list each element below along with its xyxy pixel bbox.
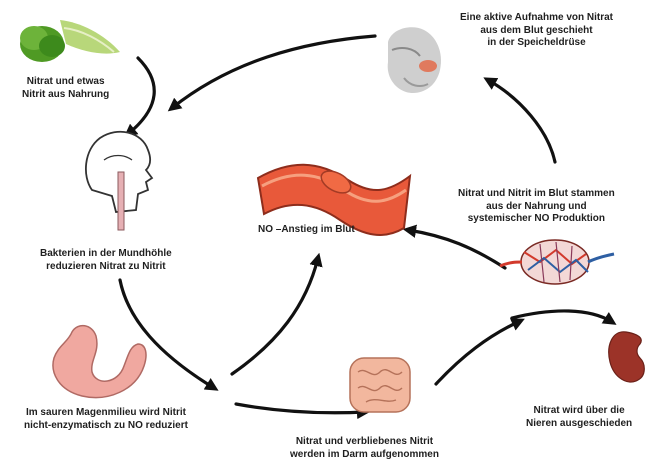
intestine-icon: [350, 358, 410, 412]
arrow-gut-to-blood: [436, 321, 520, 384]
label-kidney: Nitrat wird über die Nieren ausgeschiede…: [526, 405, 632, 430]
label-stomach: Im sauren Magenmilieu wird Nitrit nicht-…: [24, 407, 188, 432]
label-gut-line-2: werden im Darm aufgenommen: [290, 449, 439, 462]
arrow-stomach-to-no: [232, 258, 318, 374]
label-no-rise: NO –Anstieg im Blut: [258, 224, 355, 237]
label-stomach-line-2: nicht-enzymatisch zu NO reduziert: [24, 420, 188, 433]
label-food-line-2: Nitrit aus Nahrung: [22, 89, 109, 102]
arrow-to-kidney: [512, 311, 612, 322]
arrow-stomach-to-gut: [236, 404, 365, 413]
label-kidney-line-1: Nitrat wird über die: [526, 405, 632, 418]
stomach-icon: [53, 326, 146, 398]
kidney-icon: [609, 332, 644, 382]
label-blood-line-1: Nitrat und Nitrit im Blut stammen: [458, 188, 615, 201]
label-blood: Nitrat und Nitrit im Blut stammen aus de…: [458, 188, 615, 226]
arrow-blood-to-no: [408, 230, 505, 268]
lettuce-icon: [20, 20, 120, 62]
label-saliva: Eine aktive Aufnahme von Nitrat aus dem …: [460, 12, 613, 50]
label-gut-line-1: Nitrat und verbliebenes Nitrit: [290, 436, 439, 449]
head-profile-icon: [86, 132, 152, 230]
label-kidney-line-2: Nieren ausgeschieden: [526, 418, 632, 431]
label-food-line-1: Nitrat und etwas: [22, 76, 109, 89]
label-no-rise-line-1: NO –Anstieg im Blut: [258, 224, 355, 237]
capillary-network-icon: [500, 240, 614, 284]
arrow-food-to-mouth: [128, 58, 154, 134]
label-blood-line-2: aus der Nahrung und: [458, 201, 615, 214]
label-mouth-line-2: reduzieren Nitrat zu Nitrit: [40, 261, 172, 274]
label-mouth-line-1: Bakterien in der Mundhöhle: [40, 248, 172, 261]
label-blood-line-3: systemischer NO Produktion: [458, 213, 615, 226]
label-saliva-line-1: Eine aktive Aufnahme von Nitrat: [460, 12, 613, 25]
arrow-saliva-to-food: [172, 36, 375, 108]
label-food: Nitrat und etwas Nitrit aus Nahrung: [22, 76, 109, 101]
label-stomach-line-1: Im sauren Magenmilieu wird Nitrit: [24, 407, 188, 420]
salivary-gland-icon: [388, 27, 441, 93]
label-gut: Nitrat und verbliebenes Nitrit werden im…: [290, 436, 439, 461]
arrow-blood-to-saliva: [488, 80, 555, 162]
label-saliva-line-2: aus dem Blut geschieht: [460, 25, 613, 38]
label-saliva-line-3: in der Speicheldrüse: [460, 37, 613, 50]
label-mouth: Bakterien in der Mundhöhle reduzieren Ni…: [40, 248, 172, 273]
